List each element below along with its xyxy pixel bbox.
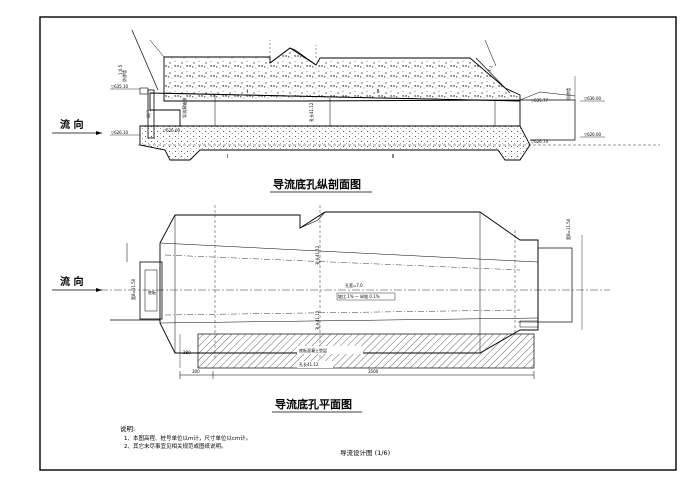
slope-left: 1:0.5 [118, 64, 123, 75]
section-view: 闸门 导流洞轴线 孔长41.12 Ⅰ Ⅰ Ⅱ Ⅱ ▽635.10 ▽626.10… [52, 29, 660, 193]
section-title: 导流底孔纵剖面图 [273, 177, 361, 191]
axis-label: 导流洞轴线 [181, 98, 187, 118]
plan-view: 宽8=11.50 宽8=11.50 孔长41.12 孔长41.12 孔宽=7.0… [52, 205, 610, 413]
width-label: 孔宽=7.0 [345, 282, 363, 288]
dim-right-vertical: 宽8=11.50 [565, 218, 571, 240]
section-mark-2a: Ⅱ [377, 89, 379, 95]
dim-right-top: 防渗墙 [565, 88, 571, 100]
elev-right-bot-far: ▽626.00 [584, 132, 602, 137]
dim-bottom-1: 300 [192, 369, 200, 374]
dim-bottom: 孔长41.12 [314, 310, 320, 330]
strip-dim: 孔长41.12 [299, 361, 319, 367]
dim-small-1: 280 [183, 350, 191, 355]
elev-inlet-floor: ▽626.00 [163, 128, 181, 133]
elev-top-left: ▽635.10 [111, 84, 129, 89]
flow-label-section: 流 向 [60, 118, 83, 131]
dim-top: 孔长41.12 [314, 245, 320, 265]
length-label: 孔长41.12 [308, 102, 314, 122]
slope-right: 1:1 [486, 64, 493, 72]
foundation [139, 125, 531, 161]
dim-left-top: 防渗墙 [121, 70, 127, 82]
section-mark-1b: Ⅰ [227, 154, 228, 160]
flow-label-plan: 流 向 [60, 275, 83, 288]
dim-left-vertical: 宽8=11.50 [130, 278, 136, 300]
box-label: 底板 [148, 289, 156, 295]
foundation-strip [197, 333, 535, 369]
gate-label: 闸门 [145, 110, 151, 118]
notes: 说明: 1、本图高程、桩号单位以m计，尺寸单位以cm计。 2、其它未尽事宜见相关… [120, 424, 251, 450]
elev-right-top-far: ▽636.00 [584, 96, 602, 101]
elev-right-lower: ▽626.74 [531, 139, 549, 144]
slope-label-plan: 坡比 1% — 纵坡 0.1% [338, 293, 380, 299]
plan-title: 导流底孔平面图 [275, 397, 352, 411]
drawing-title: 导流设计图 (1/6) [340, 448, 390, 457]
elev-right-upper: ▽635.77 [531, 98, 549, 103]
note-1: 1、本图高程、桩号单位以m计，尺寸单位以cm计。 [124, 434, 251, 442]
soil-fill [163, 47, 521, 102]
section-mark-2b: Ⅱ [392, 154, 394, 160]
note-2: 2、其它未尽事宜见相关规范或图纸说明。 [124, 442, 227, 450]
strip-label: 底板混凝土垫层 [299, 347, 327, 353]
sheet-border [39, 16, 677, 471]
elev-bottom-left: ▽626.10 [111, 130, 129, 135]
section-mark-1a: Ⅰ [247, 89, 248, 95]
notes-heading: 说明: [120, 424, 135, 433]
dim-bottom-2: 3500 [368, 369, 379, 374]
